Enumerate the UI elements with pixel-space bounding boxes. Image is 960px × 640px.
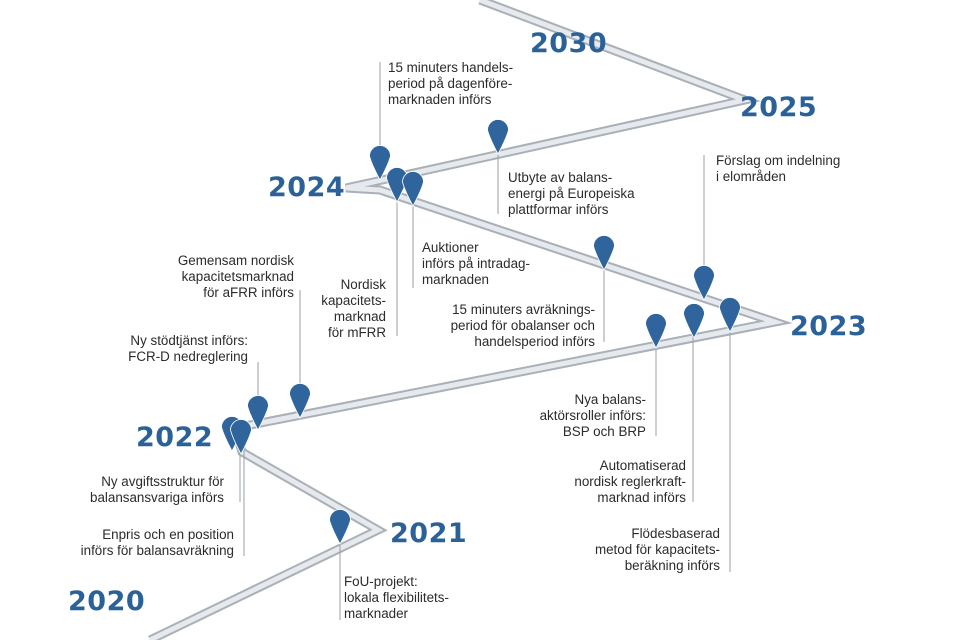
milestone-pins [221, 119, 741, 545]
map-pin-icon [247, 395, 269, 431]
year-2023-label: 2023 [790, 311, 868, 342]
year-2024-label: 2024 [268, 172, 346, 203]
map-pin-icon [289, 383, 311, 419]
event-rd-local-flexibility: FoU-projekt: lokala flexibilitets- markn… [344, 574, 449, 621]
event-automated-regulation: Automatiserad nordisk reglerkraft- markn… [574, 458, 686, 505]
event-fee-structure: Ny avgiftsstruktur för balansansvariga i… [90, 474, 224, 505]
map-pin-icon [645, 313, 667, 349]
event-balancing-energy: Utbyte av balans- energi på Europeiska p… [508, 170, 635, 217]
map-pin-icon [593, 235, 615, 271]
map-pin-icon [329, 509, 351, 545]
year-2020-label: 2020 [68, 586, 146, 617]
event-mfrr-market: Nordisk kapacitets- marknad för mFRR [321, 277, 386, 340]
map-pin-icon [693, 265, 715, 301]
road-surface [148, 0, 785, 640]
year-2030-label: 2030 [530, 28, 608, 59]
map-pin-icon [369, 145, 391, 181]
year-2022-label: 2022 [136, 422, 214, 453]
event-bsp-brp-roles: Nya balans- aktörsroller införs: BSP och… [539, 392, 646, 439]
event-bidding-zones: Förslag om indelning i elområden [716, 153, 841, 184]
map-pin-icon [487, 119, 509, 155]
year-2021-label: 2021 [390, 518, 468, 549]
event-15min-settlement: 15 minuters avräknings- period för obala… [450, 302, 595, 349]
year-2025-label: 2025 [740, 92, 818, 123]
map-pin-icon [719, 297, 741, 333]
timeline-road [148, 0, 793, 640]
event-single-price: Enpris och en position införs för balans… [80, 527, 234, 558]
map-pin-icon [402, 171, 424, 207]
event-afrr-market: Gemensam nordisk kapacitetsmarknad för a… [177, 253, 294, 300]
event-15min-day-ahead: 15 minuters handels- period på dagenföre… [388, 60, 514, 107]
event-flow-based: Flödesbaserad metod för kapacitets- berä… [594, 526, 720, 573]
leader-lines [239, 62, 731, 620]
map-pin-icon [230, 419, 252, 455]
map-pin-icon [683, 303, 705, 339]
event-intraday-auctions: Auktioner införs på intradag- marknaden [422, 240, 530, 287]
event-fcr-d-down: Ny stödtjänst införs: FCR-D nedreglering [128, 333, 248, 364]
